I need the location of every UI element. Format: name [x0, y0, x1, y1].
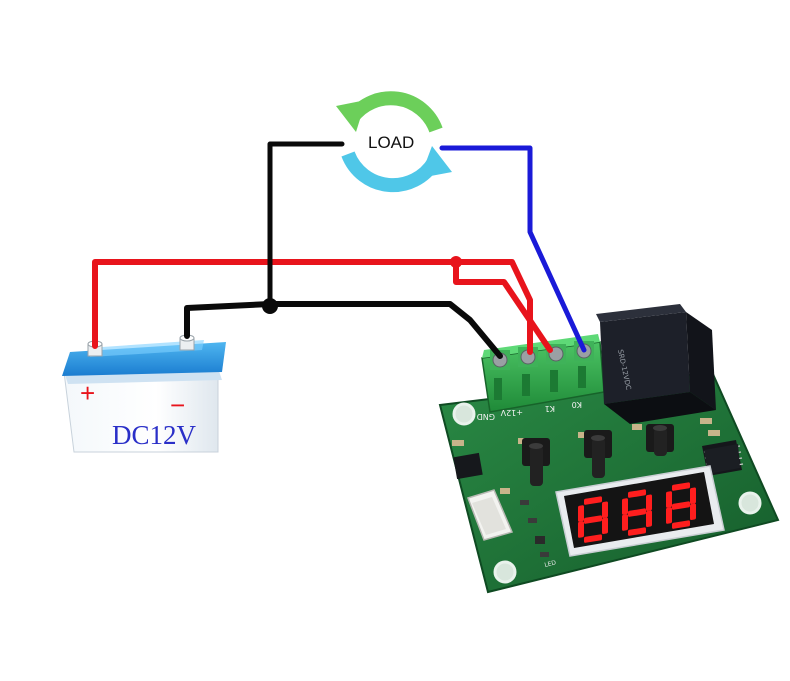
segment-g: [584, 515, 602, 524]
segment-b: [646, 494, 652, 511]
wire-load-return: [267, 141, 345, 307]
negative-junction: [262, 298, 278, 314]
relay: SRD-12VDC: [596, 304, 716, 424]
terminal-label-k1: K1: [545, 404, 555, 413]
segment-d: [672, 520, 690, 529]
terminal-label-k0: K0: [572, 400, 582, 409]
segment-e: [666, 507, 672, 524]
sensor-connector[interactable]: [467, 489, 514, 541]
up-button[interactable]: [584, 430, 612, 478]
display-digit: [578, 496, 608, 543]
wires: [92, 141, 587, 359]
segment-a: [672, 482, 690, 491]
display-digits: [578, 482, 696, 543]
battery-plus-sign: +: [80, 378, 95, 408]
regulator-chip: [453, 452, 483, 480]
segment-d: [584, 534, 602, 543]
segment-a: [628, 489, 646, 498]
segment-e: [622, 514, 628, 531]
terminal-label-gnd: GND: [477, 412, 495, 421]
mounting-hole: [738, 491, 762, 515]
segment-f: [622, 498, 628, 515]
terminal-screw-gnd[interactable]: [490, 350, 510, 370]
segment-c: [602, 517, 608, 534]
microcontroller-chip: [702, 440, 744, 476]
mounting-hole: [493, 560, 517, 584]
seven-segment-display: [555, 465, 725, 557]
thermostat-board: LED GND +12V: [438, 304, 780, 594]
terminal-block[interactable]: [481, 334, 605, 413]
wire-load: [439, 145, 587, 353]
wire-negative: [184, 301, 503, 359]
led-label: LED: [544, 559, 557, 569]
segment-c: [646, 510, 652, 527]
segment-g: [628, 508, 646, 517]
segment-g: [672, 501, 690, 510]
load-label: LOAD: [368, 133, 414, 152]
display-digit: [666, 482, 696, 529]
segment-f: [666, 491, 672, 508]
wire-positive: [92, 259, 533, 355]
mounting-hole: [452, 402, 476, 426]
positive-junction: [450, 256, 462, 268]
segment-f: [578, 505, 584, 522]
down-button[interactable]: [646, 424, 674, 456]
wire-positive-k1: [453, 259, 553, 353]
segment-b: [690, 487, 696, 504]
segment-b: [602, 501, 608, 518]
display-digit: [622, 489, 652, 536]
battery-minus-sign: −: [170, 390, 185, 420]
segment-e: [578, 521, 584, 538]
segment-c: [690, 503, 696, 520]
load-symbol: LOAD: [336, 91, 452, 193]
set-button[interactable]: [522, 438, 550, 486]
battery-voltage-label: DC12V: [112, 420, 197, 450]
battery: + − DC12V: [62, 334, 226, 453]
battery-positive-terminal[interactable]: [87, 340, 103, 357]
refresh-arrow-blue: [341, 151, 440, 193]
terminal-label-12v: +12V: [500, 408, 523, 417]
segment-a: [584, 496, 602, 505]
segment-d: [628, 527, 646, 536]
